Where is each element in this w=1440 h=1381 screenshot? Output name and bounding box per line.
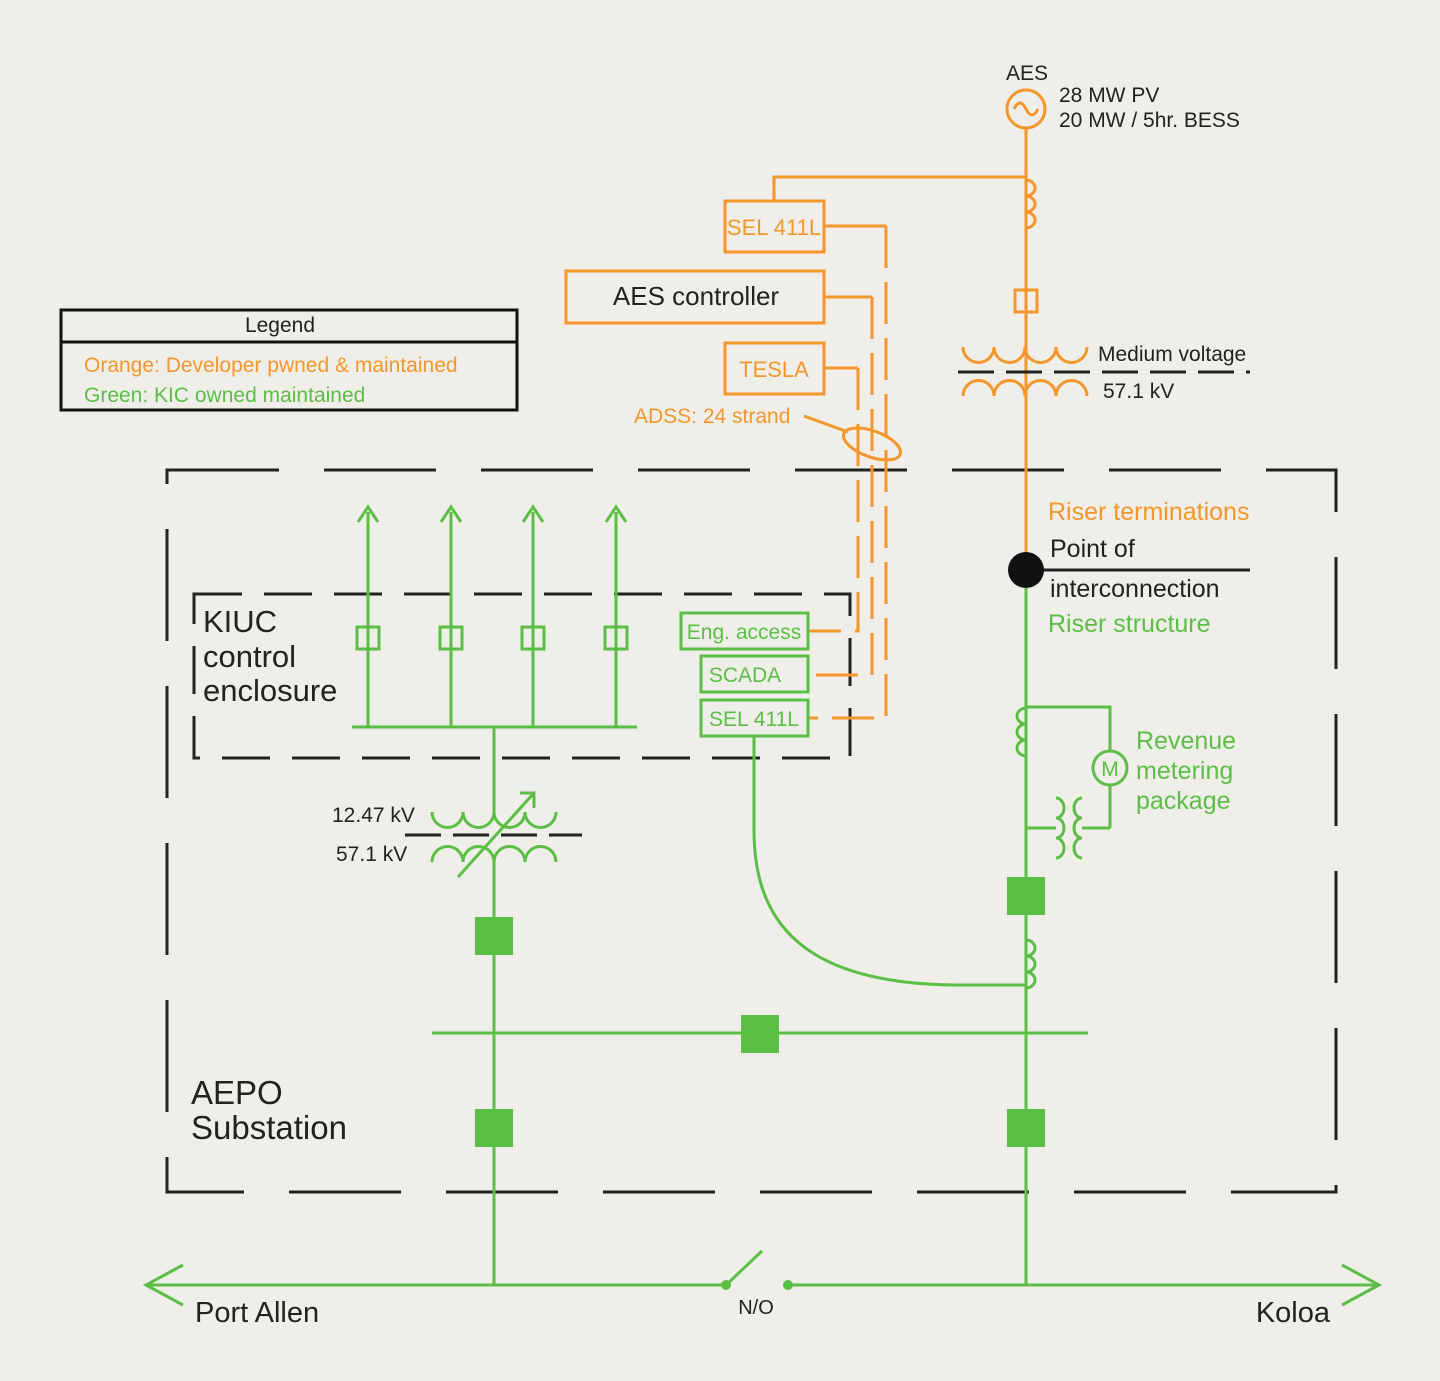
breaker-left-lower: [475, 1109, 513, 1147]
breaker-icon-orange: [1013, 288, 1039, 314]
breaker-right-upper: [1007, 877, 1045, 915]
sine-wave-icon: [1012, 101, 1040, 117]
eng-access-label: Eng. access: [687, 621, 801, 644]
right-arrow-icon: [1341, 1263, 1383, 1307]
feeder-2: [438, 504, 464, 727]
pt-winding-secondary: [1072, 796, 1083, 860]
feeder-4: [603, 504, 629, 727]
ct-to-sel-wire: [772, 175, 1026, 201]
mv-label: Medium voltage: [1098, 343, 1246, 366]
mv-kv: 57.1 kV: [1103, 380, 1174, 403]
feeder-breaker-icon: [520, 625, 546, 651]
control-enclosure: KIUC control enclosure Eng. access SCADA: [203, 504, 810, 738]
riser-terminations-label: Riser terminations: [1048, 498, 1249, 526]
legend: Legend Orange: Developer pwned & maintai…: [59, 308, 519, 412]
ct-icon-top: [1025, 178, 1037, 230]
legend-orange-entry: Orange: Developer pwned & maintained: [84, 354, 458, 377]
legend-green-entry: Green: KIC owned maintained: [84, 384, 365, 407]
switch-blade-icon: [724, 1249, 764, 1287]
feeder-breaker-icon: [603, 625, 629, 651]
metering-line2: metering: [1136, 757, 1233, 785]
sel-411l-top-label: SEL 411L: [727, 215, 821, 240]
tap-changer-arrow-line: [456, 791, 536, 879]
feeder-arrow-icon: [521, 504, 545, 523]
sel-411l-bottom-label: SEL 411L: [709, 708, 799, 731]
revenue-metering: M Revenue metering package: [1015, 705, 1236, 860]
enclosure-line1: KIUC: [203, 604, 277, 639]
adss-label: ADSS: 24 strand: [634, 405, 790, 428]
pv-rating: 28 MW PV: [1059, 84, 1159, 107]
metering-line3: package: [1136, 787, 1231, 815]
transformer-winding-lower: [961, 379, 1089, 397]
meter-wire-top: [1026, 705, 1112, 752]
ct-icon-meter: [1015, 706, 1027, 758]
ct-icon-lower: [1025, 938, 1037, 990]
riser-structure-label: Riser structure: [1048, 610, 1211, 638]
bus-tie-breaker: [741, 1015, 779, 1053]
feeder-arrow-icon: [439, 504, 463, 523]
breaker-left-upper: [475, 917, 513, 955]
tap-changer-arrow-icon: [520, 791, 536, 808]
aes-source: AES 28 MW PV 20 MW / 5hr. BESS: [1005, 62, 1240, 132]
fiber-3: [808, 226, 888, 720]
sel-ct-wire: [752, 736, 1026, 987]
sub-hv-label: 12.47 kV: [332, 804, 415, 827]
feeder-breaker-icon: [438, 625, 464, 651]
feeder-arrow-icon: [356, 504, 380, 523]
legend-title: Legend: [245, 314, 315, 337]
orange-control-wiring: ADSS: 24 strand: [634, 175, 1026, 720]
poi-label-line2: interconnection: [1050, 575, 1220, 603]
bess-rating: 20 MW / 5hr. BESS: [1059, 109, 1240, 132]
enclosure-line2: control: [203, 639, 296, 674]
transformer-winding-upper: [961, 346, 1089, 364]
legend-box: [59, 308, 519, 412]
left-arrow-icon: [142, 1263, 184, 1307]
aes-label: AES: [1006, 62, 1048, 85]
metering-line1: Revenue: [1136, 727, 1236, 755]
feeder-1: [355, 504, 381, 727]
substation-line2: Substation: [191, 1109, 347, 1146]
port-allen-label: Port Allen: [195, 1297, 319, 1329]
adss-leader: [803, 414, 849, 434]
feeder-arrow-icon: [604, 504, 628, 523]
substation-line1: AEPO: [191, 1074, 283, 1111]
feeder-3: [520, 504, 546, 727]
sub-lv-label: 57.1 kV: [336, 843, 407, 866]
scada-label: SCADA: [709, 664, 781, 687]
transformer-mv: Medium voltage 57.1 kV: [958, 343, 1250, 403]
meter-symbol: M: [1101, 758, 1119, 781]
transformer-substation: 12.47 kV 57.1 kV: [332, 791, 582, 879]
feeder-line-bottom: N/O Port Allen Koloa: [142, 1249, 1383, 1329]
tesla-label: TESLA: [739, 357, 809, 382]
sub-winding-upper: [430, 811, 558, 829]
pt-winding-primary: [1055, 796, 1066, 860]
fiber-bundle-icon: [841, 426, 903, 462]
scada-box: [699, 654, 810, 694]
sub-winding-lower: [430, 845, 558, 863]
fiber-1: [808, 368, 860, 633]
orange-devices: SEL 411L AES controller TESLA: [564, 199, 826, 396]
point-of-interconnection: Riser terminations Point of interconnect…: [1008, 498, 1250, 638]
feeder-breaker-icon: [355, 625, 381, 651]
breaker-right-lower: [1007, 1109, 1045, 1147]
switch-label: N/O: [738, 1297, 774, 1319]
poi-dot: [1008, 552, 1044, 588]
eng-access-box: [679, 611, 810, 651]
fiber-2: [808, 297, 874, 677]
aes-controller-label: AES controller: [613, 281, 780, 311]
enclosure-line3: enclosure: [203, 673, 337, 708]
koloa-label: Koloa: [1256, 1297, 1331, 1329]
poi-label-line1: Point of: [1050, 535, 1135, 563]
